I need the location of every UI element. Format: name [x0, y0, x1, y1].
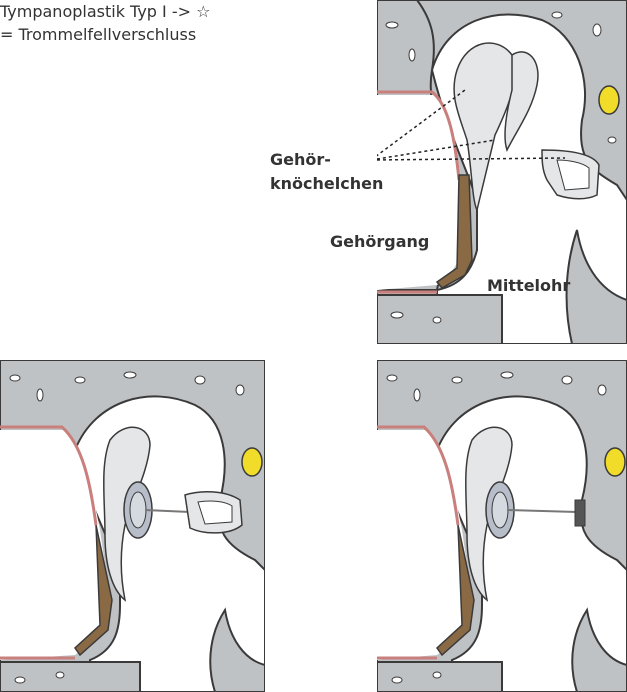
- ear-canal-label: Gehörgang: [330, 232, 429, 251]
- ear-prosthesis-illustration-1: [0, 360, 265, 692]
- caption-line-1: Tympanoplastik Typ I -> ☆: [0, 0, 300, 23]
- ear-prosthesis-illustration-2: [377, 360, 627, 692]
- ossicles-label-line-1: Gehör-: [270, 148, 383, 172]
- anatomy-panel-prosthesis-2: [377, 360, 627, 692]
- ossicles-label: Gehör- knöchelchen: [270, 148, 383, 196]
- caption-line-2: = Trommelfellverschluss: [0, 23, 300, 46]
- anatomy-panel-prosthesis-1: [0, 360, 265, 692]
- anatomy-panel-normal: Mittelohr: [377, 0, 627, 344]
- middle-ear-label: Mittelohr: [487, 276, 570, 295]
- ossicles-label-line-2: knöchelchen: [270, 172, 383, 196]
- caption: Tympanoplastik Typ I -> ☆ = Trommelfellv…: [0, 0, 300, 46]
